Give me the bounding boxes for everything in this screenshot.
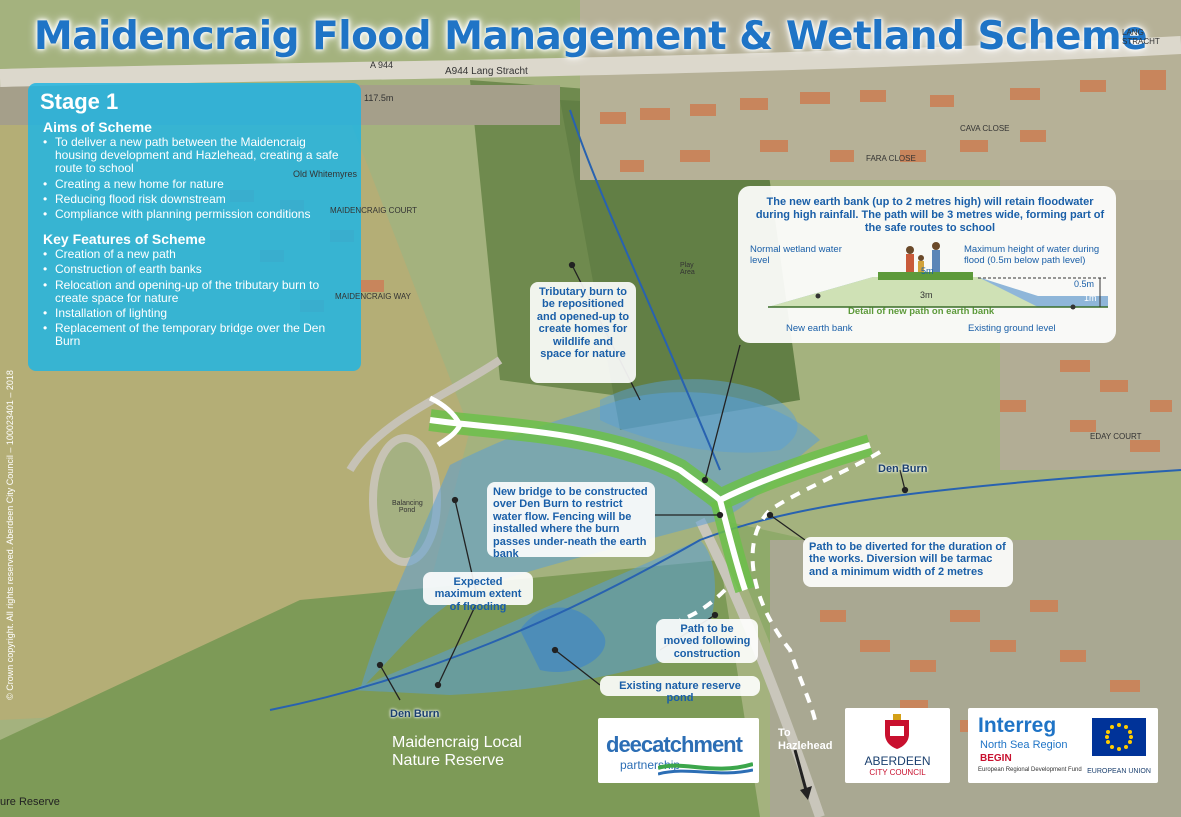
dim-5m: 5m <box>921 266 934 276</box>
earth-bank-panel: The new earth bank (up to 2 metres high)… <box>738 186 1116 343</box>
road-a944-label: A 944 <box>370 60 394 70</box>
to-hazlehead-label: To Hazlehead <box>778 727 833 752</box>
feature-item: Relocation and opening-up of the tributa… <box>43 278 349 305</box>
wave-icon <box>658 762 753 776</box>
new-bank-label: New earth bank <box>786 323 853 334</box>
eday-court-label: EDAY COURT <box>1090 432 1142 441</box>
features-heading: Key Features of Scheme <box>43 231 206 248</box>
feature-item: Creation of a new path <box>43 248 349 262</box>
dim-05m: 0.5m <box>1074 279 1095 289</box>
callout-path-moved: Path to be moved following construction <box>656 619 758 663</box>
crest-icon <box>885 714 909 749</box>
erdf-text: European Regional Development Fund <box>978 767 1082 773</box>
old-whitemyres-label: Old Whitemyres <box>293 169 358 179</box>
maidencraig-court-label: MAIDENCRAIG COURT <box>330 206 417 215</box>
aim-item: To deliver a new path between the Maiden… <box>43 135 349 176</box>
eu-flag-icon <box>1092 718 1146 756</box>
feature-item: Installation of lighting <box>43 306 349 320</box>
features-list: Creation of a new path Construction of e… <box>40 248 349 349</box>
dee-partnership-text: partnership <box>620 758 681 772</box>
aberdeen-logo: ABERDEEN CITY COUNCIL <box>845 708 950 783</box>
begin-text: BEGIN <box>980 753 1012 764</box>
dee-catchment-text: deecatchment <box>606 732 743 757</box>
max-water-label: Maximum height of water during flood (0.… <box>964 244 1100 266</box>
aims-list: To deliver a new path between the Maiden… <box>40 135 349 221</box>
reserve-partial-label: ure Reserve <box>0 796 60 808</box>
den-burn-west-label: Den Burn <box>390 708 440 720</box>
city-council-text: CITY COUNCIL <box>869 768 926 777</box>
play-area-label: Play Area <box>680 262 695 276</box>
callout-flooding: Expected maximum extent of flooding <box>423 572 533 613</box>
callout-bridge: New bridge to be constructed over Den Bu… <box>487 482 655 560</box>
callout-tributary: Tributary burn to be repositioned and op… <box>530 282 636 383</box>
existing-ground-label: Existing ground level <box>968 323 1056 334</box>
earth-bank-description: The new earth bank (up to 2 metres high)… <box>755 196 1105 234</box>
cava-close-label: CAVA CLOSE <box>960 124 1010 133</box>
fara-close-label: FARA CLOSE <box>866 154 916 163</box>
north-sea-text: North Sea Region <box>980 739 1068 751</box>
dim-3m: 3m <box>920 290 933 300</box>
stage-heading: Stage 1 <box>40 89 119 114</box>
path-detail-label: Detail of new path on earth bank <box>848 306 995 317</box>
normal-water-label: Normal wetland water level <box>750 244 842 266</box>
balancing-pond-label: Balancing Pond <box>392 500 423 514</box>
stage-panel: Stage 1 Aims of Scheme To deliver a new … <box>28 83 361 371</box>
feature-item: Replacement of the temporary bridge over… <box>43 322 349 349</box>
feature-item: Construction of earth banks <box>43 263 349 277</box>
maidencraig-way-label: MAIDENCRAIG WAY <box>335 292 412 301</box>
spot-height-label: 117.5m <box>364 93 394 103</box>
callout-pond: Existing nature reserve pond <box>600 676 760 704</box>
aim-item: Compliance with planning permission cond… <box>43 207 349 221</box>
lang-stracht-label: A944 Lang Stracht <box>445 66 528 77</box>
lang-stracht-right-label: LANG STRACHT <box>1122 28 1160 46</box>
aims-heading: Aims of Scheme <box>43 119 152 135</box>
aberdeen-text: ABERDEEN <box>864 754 931 768</box>
aim-item: Creating a new home for nature <box>43 177 349 191</box>
callout-diversion: Path to be diverted for the duration of … <box>803 537 1013 587</box>
interreg-text: Interreg <box>978 714 1057 737</box>
copyright-text: © Crown copyright. All rights reserved. … <box>5 370 15 700</box>
eu-text: EUROPEAN UNION <box>1087 768 1151 775</box>
dim-1m: 1m <box>1084 293 1097 303</box>
aim-item: Reducing flood risk downstream <box>43 192 349 206</box>
den-burn-east-label: Den Burn <box>878 463 928 475</box>
interreg-logo: Interreg North Sea Region BEGIN European… <box>968 708 1158 783</box>
earth-bank-diagram <box>768 242 1108 310</box>
reserve-label: Maidencraig Local Nature Reserve <box>392 734 522 769</box>
dee-catchment-logo: deecatchment partnership <box>598 718 759 783</box>
page-title: Maidencraig Flood Management & Wetland S… <box>33 14 1148 59</box>
